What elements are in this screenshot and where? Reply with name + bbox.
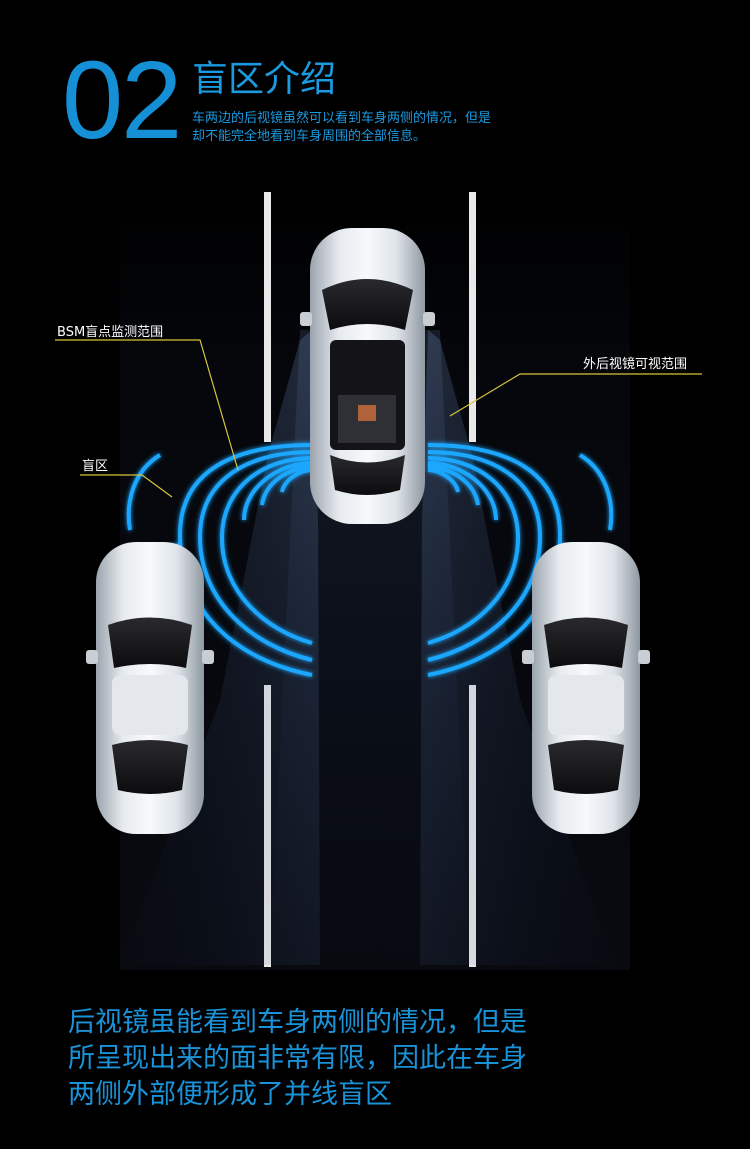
subtitle-line: 却不能完全地看到车身周围的全部信息。 bbox=[192, 129, 427, 144]
lane-line-left-upper bbox=[264, 192, 271, 442]
footer-text: 后视镜虽能看到车身两侧的情况，但是 所呈现出来的面非常有限，因此在车身 两侧外部… bbox=[68, 1005, 527, 1113]
lane-line-right-upper bbox=[469, 192, 476, 442]
section-subtitle: 车两边的后视镜虽然可以看到车身两侧的情况，但是 却不能完全地看到车身周围的全部信… bbox=[192, 110, 572, 146]
section-title: 盲区介绍 bbox=[192, 59, 337, 100]
blind-zone-callout-label: 盲区 bbox=[82, 459, 109, 474]
bsm-callout-label: BSM盲点监测范围 bbox=[57, 325, 164, 340]
main-car bbox=[300, 228, 435, 524]
callout-lines bbox=[55, 339, 702, 498]
footer-line: 所呈现出来的面非常有限，因此在车身 bbox=[68, 1043, 527, 1074]
left-car bbox=[86, 542, 214, 834]
right-mirror-beam bbox=[420, 330, 615, 965]
subtitle-line: 车两边的后视镜虽然可以看到车身两侧的情况，但是 bbox=[192, 111, 492, 126]
section-number: 02 bbox=[62, 39, 182, 162]
bsm-leader-line bbox=[55, 339, 239, 471]
mirror-view-callout-label: 外后视镜可视范围 bbox=[583, 357, 688, 372]
footer-line: 后视镜虽能看到车身两侧的情况，但是 bbox=[68, 1007, 527, 1038]
mirror-view-leader-line bbox=[449, 373, 702, 417]
blind-zone-leader-line bbox=[80, 474, 173, 498]
footer-line: 两侧外部便形成了并线盲区 bbox=[68, 1079, 392, 1110]
right-car bbox=[522, 542, 650, 834]
